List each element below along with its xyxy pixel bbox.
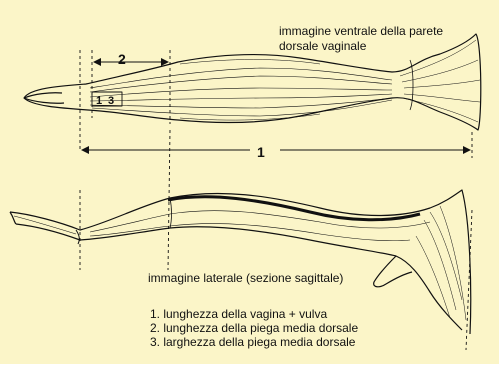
lateral-view-caption: immagine laterale (sezione sagittale)	[148, 271, 343, 286]
legend-item-3: 3. larghezza della piega media dorsale	[150, 335, 358, 349]
ventral-caption-line2: dorsale vaginale	[279, 39, 443, 54]
legend-item-1: 1. lunghezza della vagina + vulva	[150, 307, 358, 321]
dimension-label-3: 3	[108, 94, 114, 108]
ventral-view-caption: immagine ventrale della parete dorsale v…	[279, 24, 443, 54]
ventral-caption-line1: immagine ventrale della parete	[279, 24, 443, 39]
dimension-guides	[80, 50, 472, 350]
dimension-label-1: 1	[257, 145, 265, 159]
bottom-border	[0, 364, 499, 372]
dimension-label-2: 2	[118, 52, 126, 66]
legend: 1. lunghezza della vagina + vulva 2. lun…	[150, 307, 358, 349]
legend-item-2: 2. lunghezza della piega media dorsale	[150, 321, 358, 335]
dimension-label-1-small: 1	[96, 94, 102, 108]
